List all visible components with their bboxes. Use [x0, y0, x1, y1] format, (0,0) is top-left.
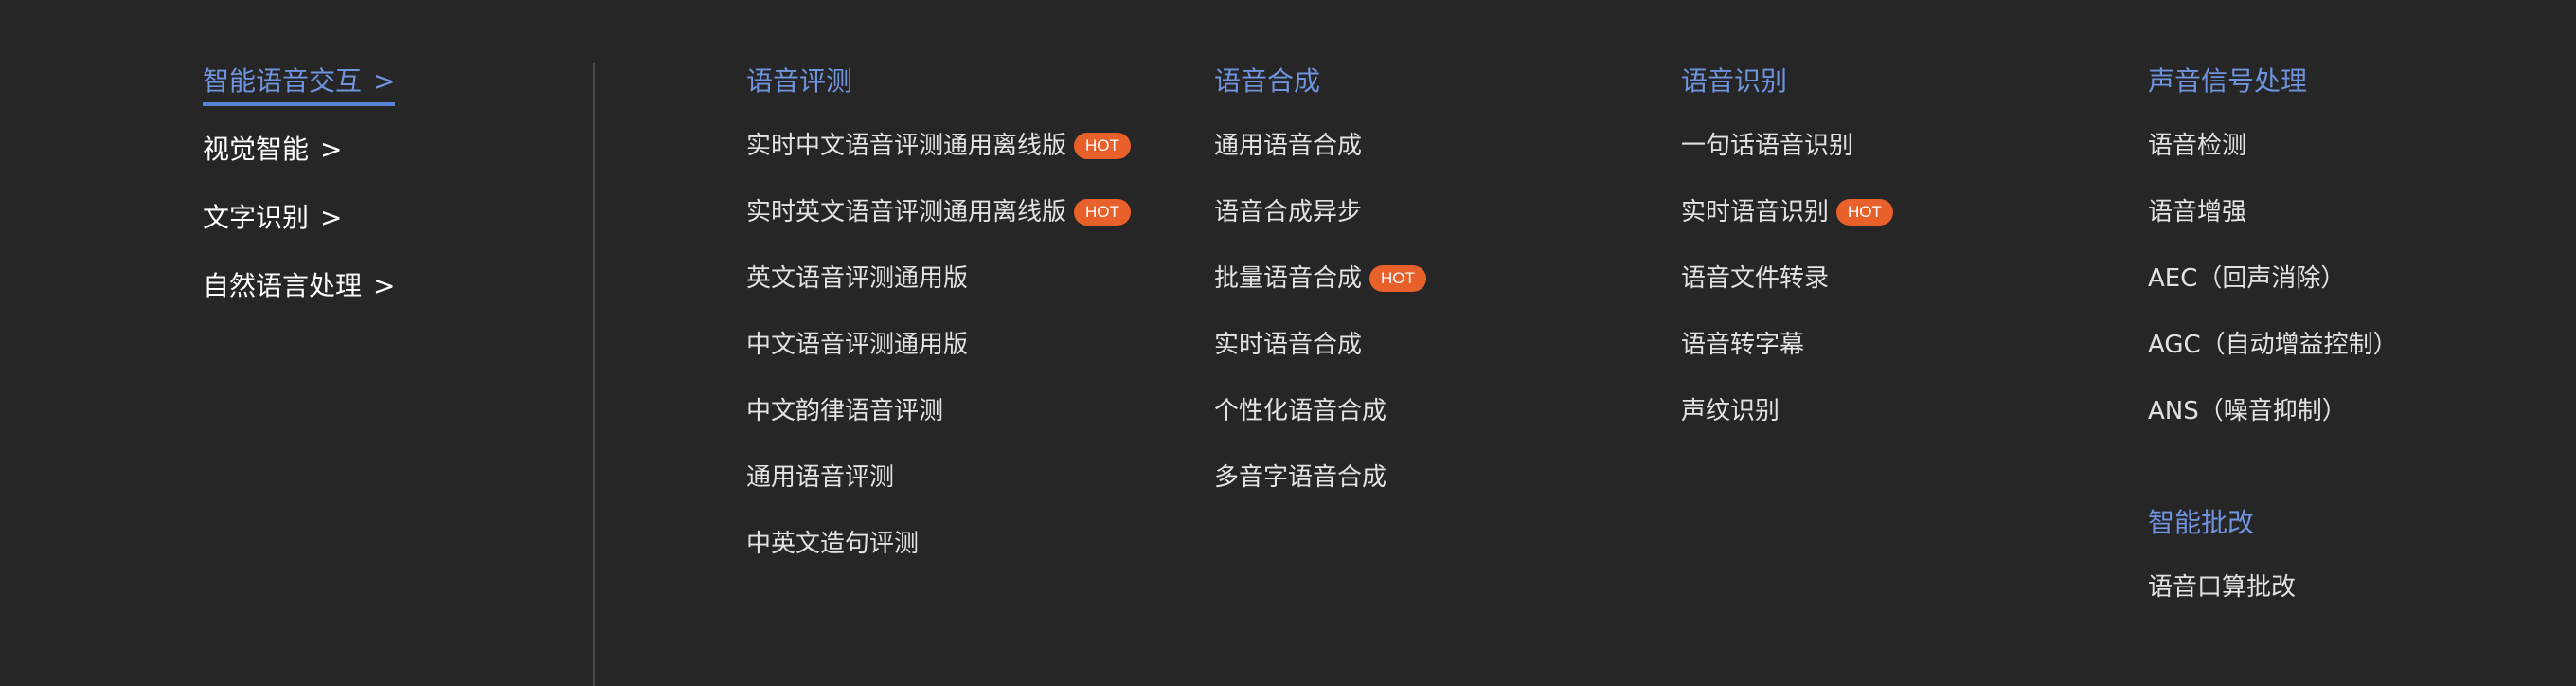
column-title: 声音信号处理: [2148, 65, 2308, 97]
menu-item[interactable]: 个性化语音合成: [1214, 390, 1426, 432]
menu-item[interactable]: 实时英文语音评测通用离线版 HOT: [746, 191, 1131, 233]
menu-item[interactable]: 语音检测: [2148, 125, 2398, 167]
menu-item-label: 实时英文语音评测通用离线版: [746, 198, 1067, 226]
menu-item-label: AEC（回声消除）: [2148, 264, 2346, 293]
menu-item-label: 批量语音合成: [1214, 264, 1363, 293]
menu-item[interactable]: 声纹识别: [1681, 390, 1893, 432]
hot-badge: HOT: [1074, 199, 1131, 226]
menu-item-label: 实时语音识别: [1681, 198, 1830, 226]
menu-item[interactable]: 中文语音评测通用版: [746, 324, 1131, 366]
menu-item[interactable]: 实时中文语音评测通用离线版 HOT: [746, 125, 1131, 167]
menu-item-label: 实时中文语音评测通用离线版: [746, 132, 1067, 160]
sidebar-item-voice-interaction[interactable]: 智能语音交互 >: [203, 57, 396, 106]
menu-item-label: AGC（自动增益控制）: [2148, 331, 2398, 359]
menu-item[interactable]: 语音文件转录: [1681, 258, 1893, 299]
menu-item[interactable]: 英文语音评测通用版: [746, 258, 1131, 299]
menu-item[interactable]: 通用语音评测: [746, 457, 1131, 498]
sidebar-item-nlp[interactable]: 自然语言处理 >: [203, 262, 395, 311]
menu-item-label: ANS（噪音抑制）: [2148, 397, 2347, 425]
menu-item[interactable]: AGC（自动增益控制）: [2148, 324, 2398, 366]
sidebar-item-label: 文字识别: [203, 202, 310, 233]
chevron-right-icon: >: [320, 202, 343, 233]
sidebar-item-ocr[interactable]: 文字识别 >: [203, 193, 395, 243]
menu-item-label: 实时语音合成: [1214, 331, 1363, 359]
menu-item[interactable]: 语音转字幕: [1681, 324, 1893, 366]
menu-item-label: 中英文造句评测: [746, 530, 920, 558]
menu-item-label: 一句话语音识别: [1681, 132, 1854, 160]
category-sidebar: 智能语音交互 > 视觉智能 > 文字识别 > 自然语言处理 >: [203, 57, 396, 330]
menu-item-label: 语音合成异步: [1214, 198, 1363, 226]
hot-badge: HOT: [1074, 133, 1131, 159]
menu-item[interactable]: 多音字语音合成: [1214, 457, 1426, 498]
menu-item[interactable]: 语音增强: [2148, 191, 2398, 233]
menu-item-label: 通用语音评测: [746, 463, 895, 492]
menu-item-label: 语音文件转录: [1681, 264, 1830, 293]
chevron-right-icon: >: [373, 270, 396, 301]
menu-item[interactable]: 通用语音合成: [1214, 125, 1426, 167]
menu-item-label: 语音转字幕: [1681, 331, 1805, 359]
column-title: 语音识别: [1681, 65, 1788, 97]
menu-item[interactable]: 一句话语音识别: [1681, 125, 1893, 167]
menu-item[interactable]: 实时语音合成: [1214, 324, 1426, 366]
chevron-right-icon: >: [373, 65, 396, 97]
menu-item-label: 声纹识别: [1681, 397, 1780, 425]
column-audio-signal-processing: 声音信号处理 语音检测 语音增强 AEC（回声消除） AGC（自动增益控制） A…: [2148, 61, 2398, 633]
menu-item-label: 中文韵律语音评测: [746, 397, 944, 425]
hot-badge: HOT: [1836, 199, 1893, 226]
menu-item-label: 中文语音评测通用版: [746, 331, 969, 359]
menu-item[interactable]: 语音合成异步: [1214, 191, 1426, 233]
menu-item[interactable]: ANS（噪音抑制）: [2148, 390, 2398, 432]
sidebar-item-vision[interactable]: 视觉智能 >: [203, 125, 395, 174]
menu-item-label: 语音检测: [2148, 132, 2247, 160]
column-title: 语音合成: [1214, 65, 1321, 97]
section-title-smart-grading: 智能批改: [2148, 507, 2255, 538]
menu-item-label: 英文语音评测通用版: [746, 264, 969, 293]
menu-item-label: 语音增强: [2148, 198, 2247, 226]
menu-item[interactable]: 中文韵律语音评测: [746, 390, 1131, 432]
menu-item[interactable]: 语音口算批改: [2148, 567, 2398, 608]
sidebar-item-label: 自然语言处理: [203, 270, 363, 301]
menu-item-label: 个性化语音合成: [1214, 397, 1387, 425]
sidebar-item-label: 视觉智能: [203, 134, 310, 165]
chevron-right-icon: >: [320, 134, 343, 165]
menu-item[interactable]: AEC（回声消除）: [2148, 258, 2398, 299]
column-speech-evaluation: 语音评测 实时中文语音评测通用离线版 HOT 实时英文语音评测通用离线版 HOT 英…: [746, 61, 1131, 589]
menu-item-label: 通用语音合成: [1214, 132, 1363, 160]
hot-badge: HOT: [1369, 265, 1426, 292]
menu-item-label: 多音字语音合成: [1214, 463, 1387, 492]
sidebar-item-label: 智能语音交互: [203, 65, 363, 97]
column-title: 语音评测: [746, 65, 853, 97]
vertical-divider: [593, 63, 595, 686]
menu-item-label: 语音口算批改: [2148, 573, 2297, 602]
menu-item[interactable]: 中英文造句评测: [746, 523, 1131, 565]
